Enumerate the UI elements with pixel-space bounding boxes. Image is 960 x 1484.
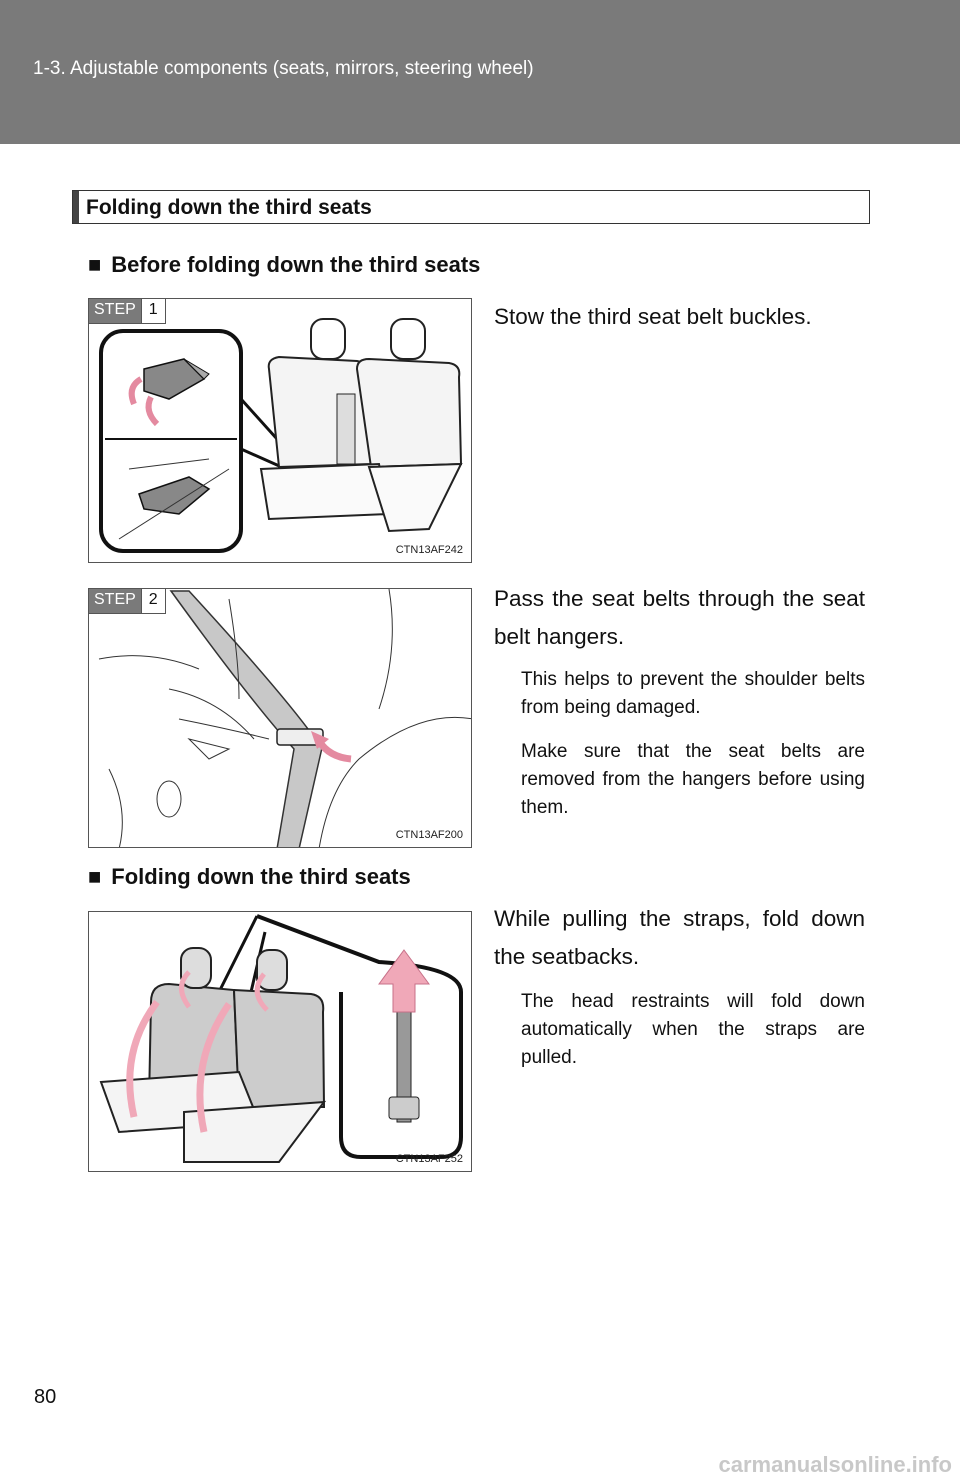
step2-illustration: STEP 2 CTN13AF200 <box>88 588 472 848</box>
step-badge: STEP 1 <box>89 299 166 324</box>
step-label: STEP <box>89 299 141 323</box>
step-number: 1 <box>140 299 165 323</box>
seat-folding-illustration <box>99 914 463 1163</box>
bullet-square-icon: ■ <box>88 252 102 277</box>
image-code: CTN13AF200 <box>395 829 463 841</box>
page-number: 80 <box>34 1386 57 1408</box>
step2-text: Pass the seat belts through the seat bel… <box>494 586 865 649</box>
seat-buckle-illustration <box>99 318 463 553</box>
section-title-bar <box>73 191 79 223</box>
subsection-title: Folding down the third seats <box>111 864 411 889</box>
step-badge: STEP 2 <box>89 589 166 614</box>
watermark: carmanualsonline.info <box>718 1452 953 1477</box>
image-code: CTN13AF252 <box>395 1153 463 1165</box>
bullet-square-icon: ■ <box>88 864 102 889</box>
header-title: 1-3. Adjustable components (seats, mirro… <box>33 58 534 79</box>
fold-illustration: CTN13AF252 <box>88 911 472 1172</box>
step-label: STEP <box>89 589 141 613</box>
seat-belt-hanger-illustration <box>98 589 471 847</box>
step-number: 2 <box>140 589 165 613</box>
fold-note: The head restraints will fold down autom… <box>521 991 865 1068</box>
fold-text: While pulling the straps, fold down the … <box>494 906 865 969</box>
step2-note-1: This helps to prevent the shoulder belts… <box>521 669 865 718</box>
section-title-box: Folding down the third seats <box>72 190 870 224</box>
subsection-title: Before folding down the third seats <box>111 252 481 277</box>
step1-illustration: STEP 1 CTN13AF242 <box>88 298 472 563</box>
section-title: Folding down the third seats <box>86 196 372 219</box>
subsection-heading-before: ■ Before folding down the third seats <box>88 252 480 278</box>
page-header: 1-3. Adjustable components (seats, mirro… <box>0 0 960 144</box>
step2-note-2: Make sure that the seat belts are remove… <box>521 741 865 818</box>
subsection-heading-fold: ■ Folding down the third seats <box>88 864 411 890</box>
step1-text: Stow the third seat belt buckles. <box>494 304 812 329</box>
image-code: CTN13AF242 <box>395 544 463 556</box>
